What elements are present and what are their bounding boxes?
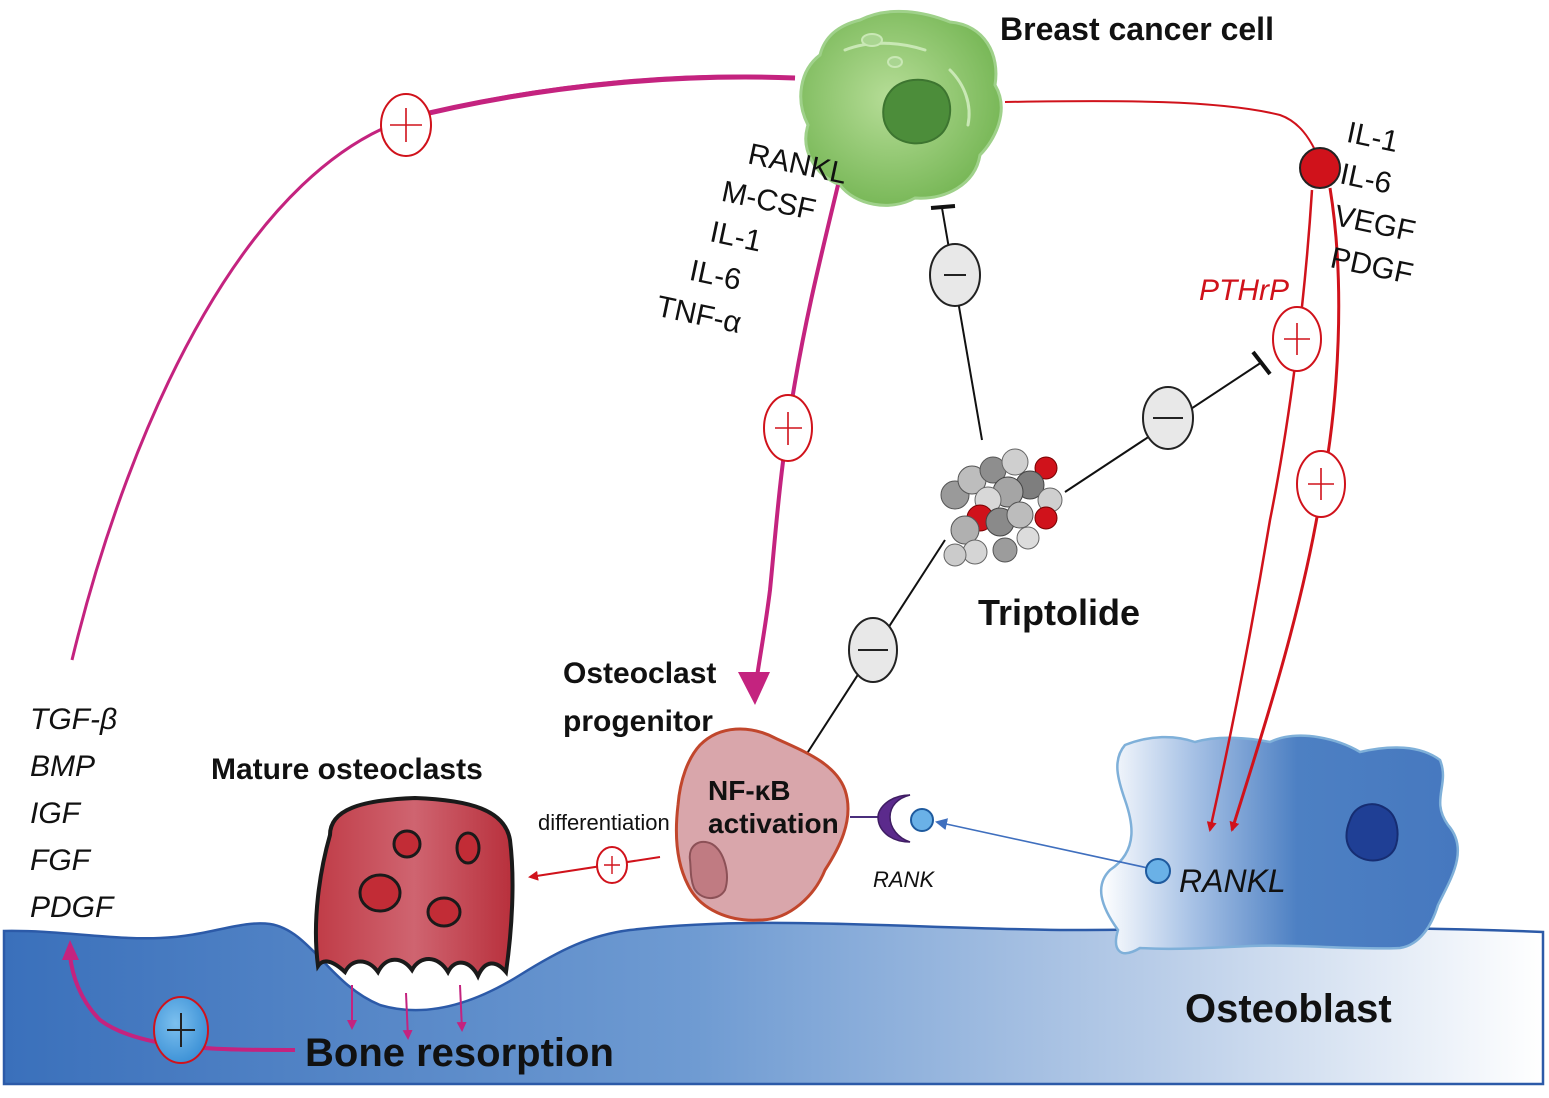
cancer-factor-list-left: RANKL M-CSF IL-1 IL-6 TNF-α — [654, 138, 850, 340]
osteoclast-progenitor-label-1: Osteoclast — [563, 657, 716, 690]
cancer-factor-list-right: IL-1 IL-6 VEGF PDGF — [1328, 116, 1419, 291]
triptolide-to-cancer-line — [941, 207, 983, 441]
bone-factor-2: IGF — [30, 797, 82, 830]
differentiation-arrow — [528, 856, 661, 881]
rankl-osteoblast-label: RANKL — [1179, 863, 1286, 899]
plus-sign-osteoblast — [1296, 450, 1346, 518]
factor-right-0: IL-1 — [1344, 116, 1401, 159]
breast-cancer-cell — [799, 9, 1003, 207]
resorption-feedback-arrow — [68, 954, 296, 1052]
bone-factor-0: TGF-β — [30, 703, 117, 736]
signal-ball — [1299, 147, 1341, 189]
plus-sign-bone-to-cancer — [380, 93, 432, 157]
osteoblast-cell — [1099, 734, 1460, 955]
progenitor-nucleus — [688, 840, 728, 899]
osteoblast-nucleus — [1345, 803, 1399, 862]
minus-sign-pthrp — [1142, 386, 1194, 450]
nfkb-label-2: activation — [708, 808, 839, 839]
bone-factor-1: BMP — [30, 750, 95, 783]
rankl-to-rank-arrow — [935, 818, 1149, 869]
triptolide-molecule — [940, 448, 1063, 567]
mature-osteoclasts-label: Mature osteoclasts — [211, 753, 483, 786]
factor-left-4: TNF-α — [654, 290, 745, 340]
cancer-to-signal-line — [1004, 100, 1316, 151]
minus-sign-cancer — [929, 243, 981, 307]
pthrp-label: PTHrP — [1199, 274, 1289, 307]
mature-osteoclast — [313, 795, 515, 981]
plus-sign-bone-resorption — [153, 996, 209, 1064]
factor-right-3: PDGF — [1328, 241, 1416, 291]
osteoblast-label: Osteoblast — [1185, 987, 1392, 1031]
bone-factor-3: FGF — [30, 844, 92, 877]
factor-left-3: IL-6 — [687, 254, 744, 297]
factor-right-1: IL-6 — [1337, 158, 1394, 201]
bone-resorption-label: Bone resorption — [305, 1031, 614, 1075]
factor-right-2: VEGF — [1331, 199, 1418, 248]
cancer-nucleus — [882, 78, 952, 145]
bone-to-cancer-line — [70, 74, 796, 661]
minus-sign-nfkb — [848, 617, 898, 683]
osteoclast-progenitor-label-2: progenitor — [563, 705, 713, 738]
bone-factor-list: TGF-β BMP IGF FGF PDGF — [30, 703, 117, 924]
pthrp-to-rankl-arrow-1 — [1206, 189, 1314, 832]
cancer-to-progenitor-arrow — [753, 184, 840, 691]
triptolide-label: Triptolide — [978, 592, 1140, 633]
nfkb-label-1: NF-κB — [708, 775, 790, 806]
plus-sign-differentiation — [596, 846, 628, 884]
rank-label: RANK — [873, 867, 935, 892]
plus-sign-pthrp — [1272, 306, 1322, 372]
rankl-ligand — [1145, 858, 1171, 884]
plus-sign-cancer-to-progenitor — [763, 394, 813, 462]
rank-receptor — [850, 794, 934, 843]
bone-factor-4: PDGF — [30, 891, 115, 924]
differentiation-label: differentiation — [538, 810, 670, 835]
breast-cancer-cell-label: Breast cancer cell — [1000, 11, 1274, 47]
factor-left-2: IL-1 — [707, 215, 764, 258]
